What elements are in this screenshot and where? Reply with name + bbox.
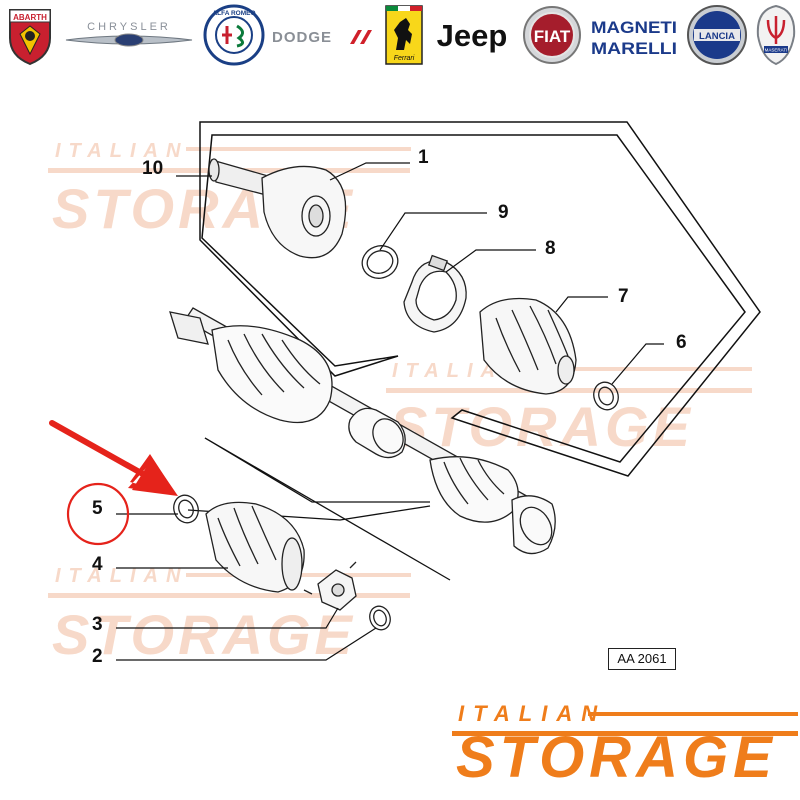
part-8-clamp-band — [403, 254, 467, 333]
callout-8: 8 — [545, 238, 556, 259]
abarth-logo-icon: ABARTH — [4, 4, 56, 66]
callout-3: 3 — [92, 614, 103, 635]
part-6-small-clamp — [593, 381, 619, 411]
footer-logo-storage: STORAGE — [456, 725, 777, 790]
callout-6: 6 — [676, 332, 687, 353]
callout-7: 7 — [618, 286, 629, 307]
svg-text:CHRYSLER: CHRYSLER — [87, 21, 171, 33]
watermark: ITALIAN STORAGE ITALIAN STORAGE ITALIAN … — [48, 140, 752, 666]
leader-lines — [116, 162, 664, 661]
brand-logo-bar: ABARTH CHRYSLER ALFA ROMEO DODGE — [0, 0, 800, 70]
svg-text:FIAT: FIAT — [534, 27, 571, 46]
callout-numbers: 1 2 3 4 5 6 7 8 9 10 — [92, 147, 687, 667]
callout-4: 4 — [92, 554, 103, 575]
footer-logo-italian: ITALIAN — [458, 701, 607, 726]
diagram-area — [40, 82, 760, 682]
ferrari-logo-icon: Ferrari — [384, 4, 424, 66]
dodge-logo-icon: DODGE — [270, 4, 378, 66]
callout-1: 1 — [418, 147, 429, 168]
highlight-circle — [66, 482, 130, 546]
svg-text:MASERATI: MASERATI — [765, 48, 788, 53]
svg-text:DODGE: DODGE — [272, 29, 332, 46]
svg-text:ALFA ROMEO: ALFA ROMEO — [212, 10, 255, 17]
part-3-tripod-joint — [303, 561, 357, 611]
magneti-marelli-logo-icon: MAGNETI MARELLI — [588, 4, 680, 66]
svg-text:Jeep: Jeep — [437, 18, 508, 53]
jeep-logo-icon: Jeep — [430, 4, 514, 66]
part-1-outer-cv-joint — [208, 158, 347, 259]
part-5-small-clamp — [173, 494, 199, 524]
svg-text:ITALIAN: ITALIAN — [392, 360, 525, 382]
part-4-inner-boot — [205, 501, 305, 593]
svg-text:MARELLI: MARELLI — [591, 39, 677, 58]
svg-text:ABARTH: ABARTH — [13, 13, 47, 22]
chrysler-logo-icon: CHRYSLER — [62, 4, 196, 66]
svg-text:LANCIA: LANCIA — [699, 31, 735, 42]
alfa-romeo-logo-icon: ALFA ROMEO — [203, 4, 265, 66]
reference-code: AA 2061 — [608, 648, 676, 670]
maserati-logo-icon: MASERATI — [754, 4, 798, 66]
callout-10: 10 — [142, 158, 163, 179]
part-7-boot — [479, 297, 577, 395]
kit-frame — [199, 121, 761, 477]
callout-2: 2 — [92, 646, 103, 667]
lancia-logo-icon: LANCIA — [686, 4, 748, 66]
part-2-circlip — [369, 605, 391, 631]
callout-9: 9 — [498, 202, 509, 223]
svg-text:STORAGE: STORAGE — [52, 603, 356, 666]
fiat-logo-icon: FIAT — [522, 4, 582, 66]
svg-text:ITALIAN: ITALIAN — [55, 565, 188, 587]
red-arrow-icon — [49, 420, 178, 496]
part-9-circlip — [361, 245, 399, 279]
callout-5: 5 — [92, 498, 103, 519]
svg-text:ITALIAN: ITALIAN — [55, 140, 188, 162]
svg-text:MAGNETI: MAGNETI — [591, 18, 677, 37]
drive-shaft-assembly — [169, 307, 556, 555]
svg-text:Ferrari: Ferrari — [394, 55, 415, 62]
footer-logo-bar-bottom — [452, 731, 798, 736]
footer-logo-bar-top — [588, 712, 798, 716]
